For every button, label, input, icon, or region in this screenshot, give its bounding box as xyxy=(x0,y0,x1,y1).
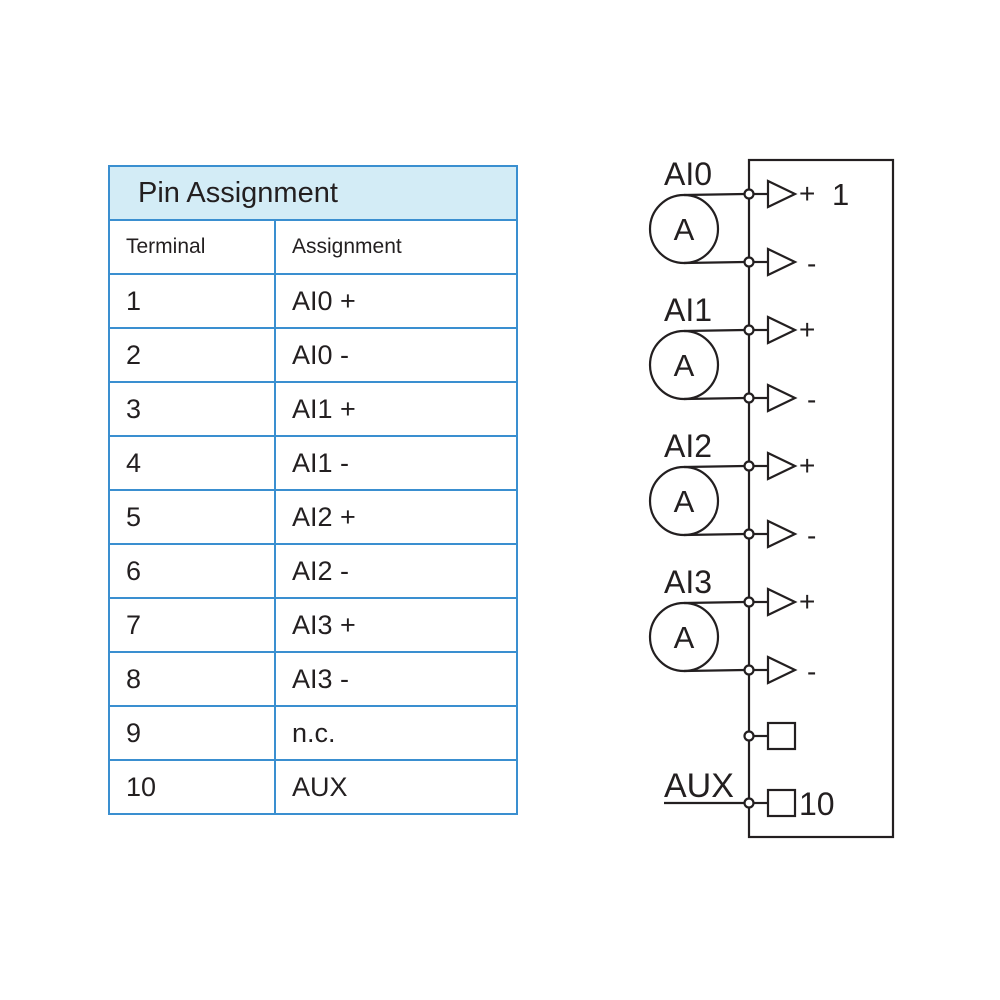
terminal-block xyxy=(747,158,895,839)
channel-label: AI3 xyxy=(664,564,712,600)
terminal-cell: 3 xyxy=(108,381,276,437)
assignment-header: Assignment xyxy=(274,219,518,275)
terminal-cell: 2 xyxy=(108,327,276,383)
minus-wire xyxy=(683,668,746,673)
minus-terminal-node xyxy=(743,528,755,540)
minus-wire xyxy=(683,396,746,401)
minus-sign: - xyxy=(807,248,816,279)
minus-input-triangle xyxy=(766,247,798,277)
minus-sign: - xyxy=(807,384,816,415)
terminal-cell: 8 xyxy=(108,651,276,707)
ammeter-symbol: A xyxy=(674,620,695,655)
terminal-cell: 7 xyxy=(108,597,276,653)
minus-terminal-node xyxy=(743,664,755,676)
minus-sign: - xyxy=(807,520,816,551)
plus-terminal-node xyxy=(743,324,755,336)
aux-terminal-square xyxy=(766,788,797,818)
plus-terminal-node xyxy=(743,188,755,200)
channel-label: AI2 xyxy=(664,428,712,464)
terminal-cell: 4 xyxy=(108,435,276,491)
plus-terminal-node xyxy=(743,460,755,472)
assignment-cell: AI3 - xyxy=(274,651,518,707)
terminal-cell: 6 xyxy=(108,543,276,599)
minus-terminal-node xyxy=(743,392,755,404)
minus-input-triangle xyxy=(766,383,798,413)
minus-input-triangle xyxy=(766,655,798,685)
terminal-header: Terminal xyxy=(108,219,276,275)
plus-sign: + xyxy=(799,178,815,209)
terminal-cell: 10 xyxy=(108,759,276,815)
plus-sign: + xyxy=(799,314,815,345)
assignment-cell: AI0 + xyxy=(274,273,518,329)
assignment-cell: AI3 + xyxy=(274,597,518,653)
plus-input-triangle xyxy=(766,315,798,345)
ammeter-symbol: A xyxy=(674,484,695,519)
minus-terminal-node xyxy=(743,256,755,268)
plus-wire xyxy=(683,192,746,197)
channel-label: AI1 xyxy=(664,292,712,328)
aux-label: AUX xyxy=(664,767,734,805)
ammeter-symbol: A xyxy=(674,348,695,383)
assignment-cell: AI2 - xyxy=(274,543,518,599)
aux-terminal-node xyxy=(743,797,755,809)
nc-terminal-node xyxy=(743,730,755,742)
plus-sign: + xyxy=(799,450,815,481)
plus-input-triangle xyxy=(766,587,798,617)
plus-sign: + xyxy=(799,586,815,617)
terminal-10-label: 10 xyxy=(799,786,835,822)
minus-input-triangle xyxy=(766,519,798,549)
plus-wire xyxy=(683,328,746,333)
assignment-cell: AUX xyxy=(274,759,518,815)
channel-label: AI0 xyxy=(664,156,712,192)
plus-wire xyxy=(683,464,746,469)
nc-terminal-square xyxy=(766,721,797,751)
terminal-1-label: 1 xyxy=(832,177,849,212)
assignment-cell: n.c. xyxy=(274,705,518,761)
terminal-cell: 1 xyxy=(108,273,276,329)
plus-input-triangle xyxy=(766,451,798,481)
plus-terminal-node xyxy=(743,596,755,608)
minus-sign: - xyxy=(807,656,816,687)
plus-wire xyxy=(683,600,746,605)
plus-input-triangle xyxy=(766,179,798,209)
assignment-cell: AI2 + xyxy=(274,489,518,545)
terminal-cell: 9 xyxy=(108,705,276,761)
minus-wire xyxy=(683,532,746,537)
assignment-cell: AI1 + xyxy=(274,381,518,437)
assignment-cell: AI0 - xyxy=(274,327,518,383)
minus-wire xyxy=(683,260,746,265)
assignment-cell: AI1 - xyxy=(274,435,518,491)
table-title: Pin Assignment xyxy=(108,165,518,221)
ammeter-symbol: A xyxy=(674,212,695,247)
terminal-cell: 5 xyxy=(108,489,276,545)
